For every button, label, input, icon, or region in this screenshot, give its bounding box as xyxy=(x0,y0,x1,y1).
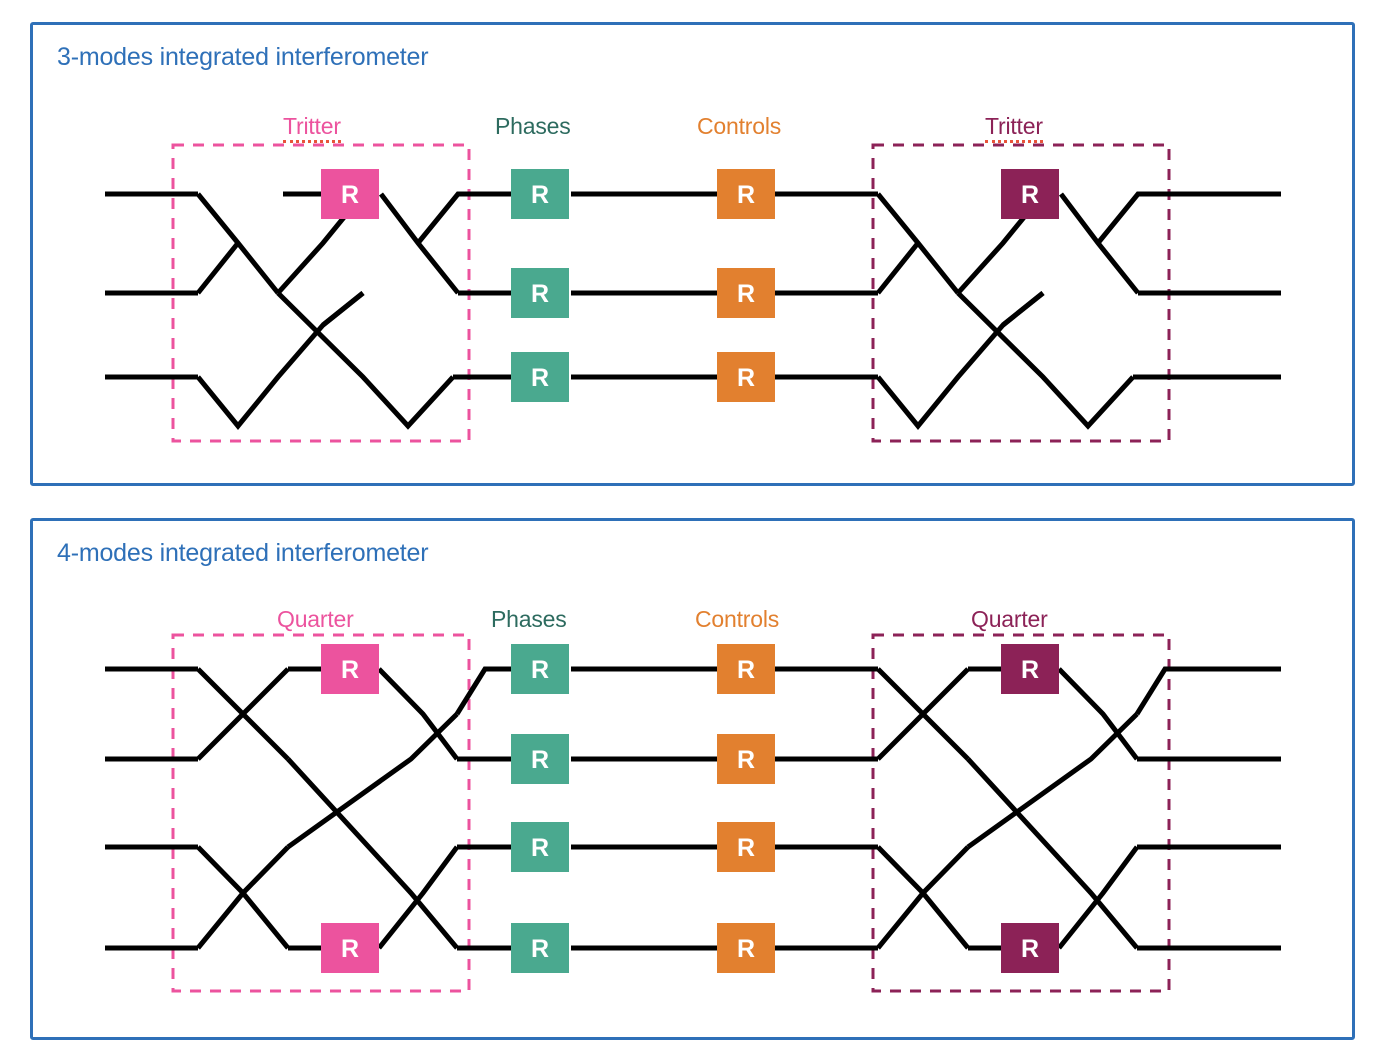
waveguides-4-modes xyxy=(105,666,503,951)
element-R-label: R xyxy=(531,656,549,684)
element-R-control-3[interactable]: R xyxy=(717,352,775,402)
panel-3-modes: 3-modes integrated interferometer Tritte… xyxy=(30,22,1355,486)
stage-label-controls-3: Controls xyxy=(697,113,782,139)
element-R-control-2[interactable]: R xyxy=(717,268,775,318)
waveguides-3-modes xyxy=(105,191,503,430)
element-R-control-1[interactable]: R xyxy=(717,169,775,219)
page-title-3-modes: 3-modes integrated interferometer xyxy=(57,43,429,71)
waveguides-quarter-right xyxy=(876,666,1281,951)
element-R-label: R xyxy=(1021,935,1039,963)
element-R-phase-1[interactable]: R xyxy=(511,169,569,219)
element-R-tritter-left-1[interactable]: R xyxy=(321,169,379,219)
element-R-label: R xyxy=(531,280,549,308)
waveguides-phases-3 xyxy=(503,191,717,380)
stage-label-tritter-right-text: Tritter xyxy=(985,113,1043,143)
interferometer-diagram-3-modes: R R R R R xyxy=(105,143,1281,443)
element-R-control-3[interactable]: R xyxy=(717,822,775,872)
element-R-phase-3[interactable]: R xyxy=(511,352,569,402)
stage-label-quarter-left: Quarter xyxy=(277,606,354,632)
element-R-phase-4[interactable]: R xyxy=(511,923,569,973)
stage-label-quarter-right: Quarter xyxy=(971,606,1048,632)
stage-label-tritter-left: Tritter xyxy=(283,113,341,143)
element-R-phase-2[interactable]: R xyxy=(511,734,569,784)
element-R-label: R xyxy=(531,935,549,963)
waveguides-controls-3 xyxy=(775,191,878,380)
panel-4-modes: 4-modes integrated interferometer Quarte… xyxy=(30,518,1355,1040)
stage-label-controls-4: Controls xyxy=(695,606,780,632)
element-R-label: R xyxy=(341,935,359,963)
waveguides-controls-4 xyxy=(775,666,878,951)
element-R-label: R xyxy=(737,656,755,684)
element-R-label: R xyxy=(737,834,755,862)
element-R-quarter-right-bottom[interactable]: R xyxy=(1001,923,1059,973)
dashed-region-quarter-left xyxy=(171,633,471,993)
element-R-quarter-right-top[interactable]: R xyxy=(1001,644,1059,694)
stage-label-tritter-left-text: Tritter xyxy=(283,113,341,143)
element-R-label: R xyxy=(737,181,755,209)
element-R-phase-2[interactable]: R xyxy=(511,268,569,318)
element-R-label: R xyxy=(531,181,549,209)
element-R-control-1[interactable]: R xyxy=(717,644,775,694)
element-R-phase-1[interactable]: R xyxy=(511,644,569,694)
stage-label-tritter-right: Tritter xyxy=(985,113,1043,143)
element-R-quarter-left-bottom[interactable]: R xyxy=(321,923,379,973)
element-R-tritter-right-1[interactable]: R xyxy=(1001,169,1059,219)
element-R-label: R xyxy=(341,181,359,209)
waveguides-phases-4 xyxy=(503,666,717,951)
element-R-label: R xyxy=(737,364,755,392)
element-R-label: R xyxy=(737,746,755,774)
element-R-quarter-left-top[interactable]: R xyxy=(321,644,379,694)
element-R-label: R xyxy=(531,364,549,392)
element-R-label: R xyxy=(341,656,359,684)
element-R-control-4[interactable]: R xyxy=(717,923,775,973)
element-R-label: R xyxy=(531,834,549,862)
stage-label-phases-3: Phases xyxy=(495,113,571,139)
element-R-label: R xyxy=(1021,656,1039,684)
waveguides-tritter-right xyxy=(876,191,1281,430)
interferometer-diagram-4-modes: R R R R R R xyxy=(105,633,1281,993)
stage-label-phases-4: Phases xyxy=(491,606,567,632)
element-R-label: R xyxy=(1021,181,1039,209)
element-R-label: R xyxy=(737,280,755,308)
element-R-phase-3[interactable]: R xyxy=(511,822,569,872)
element-R-label: R xyxy=(531,746,549,774)
element-R-control-2[interactable]: R xyxy=(717,734,775,784)
dashed-region-quarter-right xyxy=(871,633,1171,993)
page-title-4-modes: 4-modes integrated interferometer xyxy=(57,539,429,567)
element-R-label: R xyxy=(737,935,755,963)
